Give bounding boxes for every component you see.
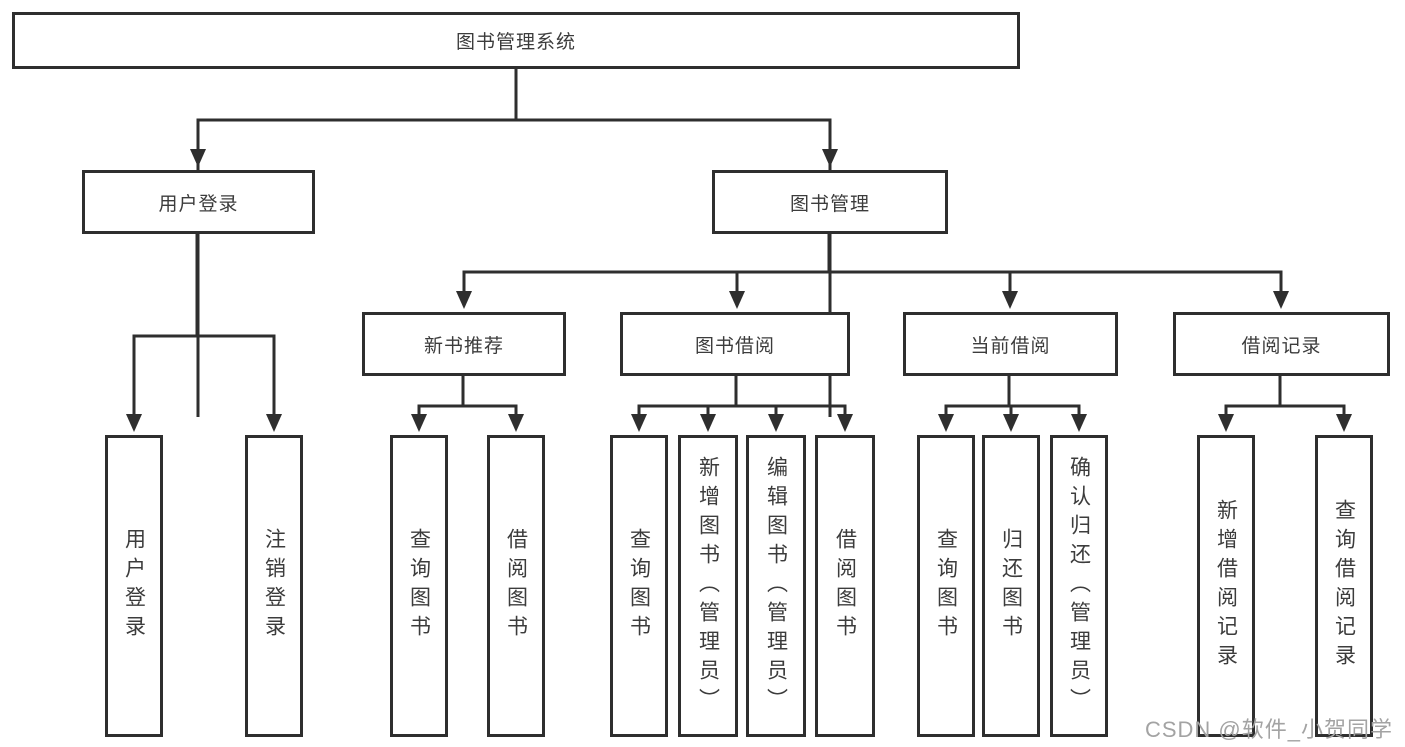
node-label: 图书借阅 — [694, 335, 775, 357]
wire-records-to-leaves — [1224, 375, 1346, 417]
arrowhead-icon — [508, 414, 524, 432]
arrowhead-icon — [1336, 414, 1352, 432]
leaf-label: 借阅图书 — [504, 528, 528, 644]
node-label: 当前借阅 — [970, 335, 1051, 357]
node-book-management: 图书管理 — [712, 170, 948, 234]
leaf-borrow-books-recommend: 借阅图书 — [487, 435, 545, 737]
leaf-user-login: 用户登录 — [105, 435, 163, 737]
arrowhead-icon — [729, 291, 745, 309]
leaf-borrow-books-borrowing: 借阅图书 — [815, 435, 875, 737]
leaf-label: 查询借阅记录 — [1332, 499, 1356, 673]
arrowhead-icon — [1071, 414, 1087, 432]
wire-newbook-to-leaves — [417, 375, 518, 417]
arrowhead-icon — [938, 414, 954, 432]
leaf-label: 用户登录 — [122, 528, 146, 644]
leaf-label: 新增图书（管理员） — [696, 455, 720, 717]
leaf-query-books-recommend: 查询图书 — [390, 435, 448, 737]
arrowhead-icon — [266, 414, 282, 432]
leaf-label: 编辑图书（管理员） — [764, 455, 788, 717]
arrowhead-icon — [837, 414, 853, 432]
leaf-label: 新增借阅记录 — [1214, 499, 1238, 673]
watermark: CSDN @软件_小贺同学 — [1144, 717, 1393, 742]
node-library-management-system: 图书管理系统 — [12, 12, 1020, 69]
arrowhead-icon — [700, 414, 716, 432]
leaf-query-books-current: 查询图书 — [917, 435, 975, 737]
node-new-book-recommendation: 新书推荐 — [362, 312, 566, 376]
arrowhead-icon — [126, 414, 142, 432]
leaf-label: 查询图书 — [407, 528, 431, 644]
wire-bookmgmt-to-level3 — [462, 233, 1283, 294]
leaf-label: 借阅图书 — [833, 528, 857, 644]
node-label: 图书管理系统 — [455, 32, 576, 53]
leaf-logout: 注销登录 — [245, 435, 303, 737]
leaf-label: 确认归还（管理员） — [1067, 455, 1091, 717]
node-user-login: 用户登录 — [82, 170, 315, 234]
leaf-confirm-return-admin: 确认归还（管理员） — [1050, 435, 1108, 737]
node-label: 新书推荐 — [423, 335, 504, 357]
arrowhead-icon — [822, 149, 838, 167]
arrowhead-icon — [1003, 414, 1019, 432]
arrowhead-icon — [768, 414, 784, 432]
leaf-return-book: 归还图书 — [982, 435, 1040, 737]
wire-current-to-leaves — [944, 375, 1081, 417]
leaf-label: 归还图书 — [999, 528, 1023, 644]
arrowhead-icon — [411, 414, 427, 432]
arrowhead-icon — [1218, 414, 1234, 432]
leaf-label: 查询图书 — [934, 528, 958, 644]
node-book-borrowing: 图书借阅 — [620, 312, 850, 376]
arrowhead-icon — [1002, 291, 1018, 309]
arrowhead-icon — [190, 149, 206, 167]
leaf-add-borrow-record: 新增借阅记录 — [1197, 435, 1255, 737]
leaf-query-books-borrowing: 查询图书 — [610, 435, 668, 737]
leaf-edit-book-admin: 编辑图书（管理员） — [746, 435, 806, 737]
node-current-borrowing: 当前借阅 — [903, 312, 1118, 376]
wire-userlogin-to-leaves — [132, 233, 276, 417]
leaf-label: 注销登录 — [262, 528, 286, 644]
wire-borrowing-to-leaves — [637, 375, 847, 417]
leaf-label: 查询图书 — [627, 528, 651, 644]
node-label: 借阅记录 — [1241, 335, 1322, 357]
leaf-add-book-admin: 新增图书（管理员） — [678, 435, 738, 737]
node-label: 图书管理 — [789, 193, 870, 215]
leaf-query-borrow-record: 查询借阅记录 — [1315, 435, 1373, 737]
arrowhead-icon — [1273, 291, 1289, 309]
arrowhead-icon — [631, 414, 647, 432]
node-borrowing-records: 借阅记录 — [1173, 312, 1390, 376]
node-label: 用户登录 — [158, 193, 239, 215]
arrowhead-icon — [456, 291, 472, 309]
